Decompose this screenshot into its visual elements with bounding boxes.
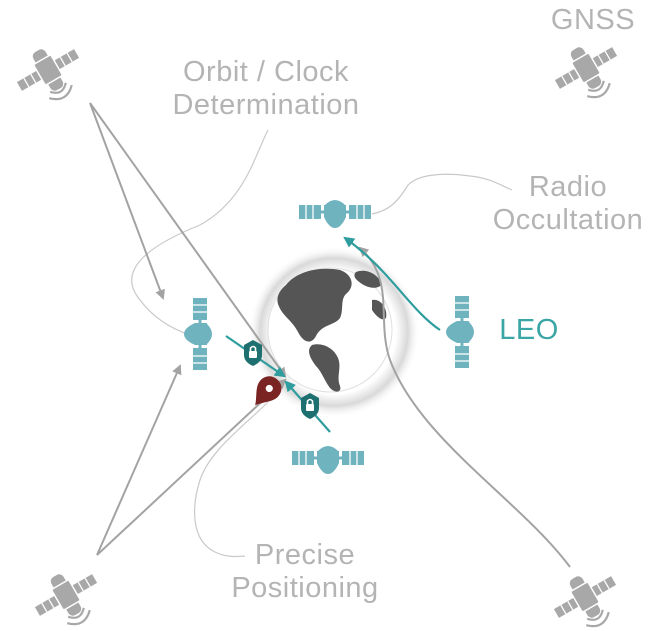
gnss-satellite-icon (545, 31, 632, 113)
orbit-clock-label-line-2: Determination (172, 89, 360, 121)
earth-globe-icon (267, 267, 393, 393)
leo-satellite-icon (182, 296, 214, 372)
gnss-satellite-icon (544, 560, 631, 631)
precise-positioning-callout (194, 401, 269, 558)
orbit-clock-label-line-1: Orbit / Clock (182, 56, 350, 88)
orbit-clock-callout (131, 129, 269, 336)
precise-positioning-label-line-1: Precise (254, 539, 356, 571)
gnss-label: GNSS (550, 4, 636, 36)
radio-occultation-label-line-1: Radio (528, 171, 608, 203)
radio-occultation-callout (371, 173, 513, 215)
leo-satellite-icon (297, 198, 373, 230)
location-pin-icon (255, 376, 282, 406)
radio-occultation-label-line-2: Occultation (492, 204, 644, 236)
orbit-clock-determination-label: Orbit / Clock Determination (150, 56, 382, 122)
precise-positioning-label-line-2: Positioning (231, 572, 379, 604)
leo-satellite-icon (444, 294, 476, 370)
leo-satellite-icon (290, 444, 366, 476)
leo-label: LEO (499, 314, 559, 346)
gnss-signal-links (89, 102, 571, 568)
gnss-satellite-icon (25, 558, 112, 631)
radio-occultation-label: Radio Occultation (478, 171, 658, 237)
precise-positioning-label: Precise Positioning (214, 539, 396, 605)
gnss-satellite-icon (7, 33, 94, 115)
